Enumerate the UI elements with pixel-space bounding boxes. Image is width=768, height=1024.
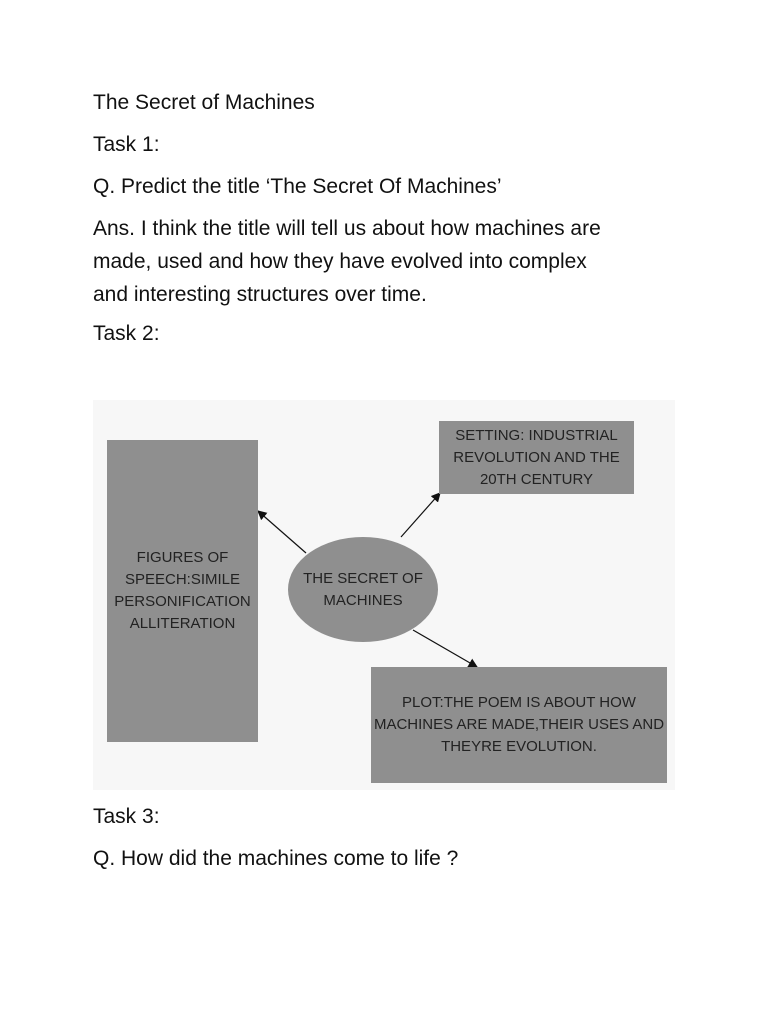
plot-line: THEYRE EVOLUTION. [441,738,597,755]
setting-line: SETTING: INDUSTRIAL [455,426,618,444]
answer-1: Ans. I think the title will tell us abou… [93,212,693,311]
setting-line: REVOLUTION AND THE [453,448,620,466]
figures-line: PERSONIFICATION [114,593,251,610]
setting-line: 20TH CENTURY [479,470,594,488]
task3-heading: Task 3: [93,805,160,828]
document-title: The Secret of Machines [93,91,315,114]
arrow-to-plot [412,629,479,668]
setting-box: SETTING: INDUSTRIAL REVOLUTION AND THE 2… [439,421,634,494]
arrow-to-figures [257,510,307,554]
connector-arrows [257,492,479,668]
question-3: Q. How did the machines come to life ? [93,847,459,870]
answer-1-line: made, used and how they have evolved int… [93,250,587,273]
plot-line: MACHINES ARE MADE,THEIR USES AND [373,716,665,733]
center-line: MACHINES [323,591,403,609]
question-1: Q. Predict the title ‘The Secret Of Mach… [93,175,502,198]
arrow-to-setting [400,492,441,538]
task1-heading: Task 1: [93,133,160,156]
plot-box: PLOT:THE POEM IS ABOUT HOW MACHINES ARE … [371,667,667,783]
answer-1-line: and interesting structures over time. [93,283,427,306]
figures-line: ALLITERATION [129,615,236,632]
figures-line: SPEECH:SIMILE [124,571,241,588]
task2-heading: Task 2: [93,322,160,345]
plot-line: PLOT:THE POEM IS ABOUT HOW [402,694,636,711]
center-line: THE SECRET OF [303,569,423,587]
figures-of-speech-box: FIGURES OF SPEECH:SIMILE PERSONIFICATION… [107,440,258,742]
figures-line: FIGURES OF [136,549,229,566]
central-topic-ellipse: THE SECRET OF MACHINES [288,537,438,642]
mind-map-diagram: FIGURES OF SPEECH:SIMILE PERSONIFICATION… [93,400,675,790]
answer-1-line: Ans. I think the title will tell us abou… [93,217,601,240]
